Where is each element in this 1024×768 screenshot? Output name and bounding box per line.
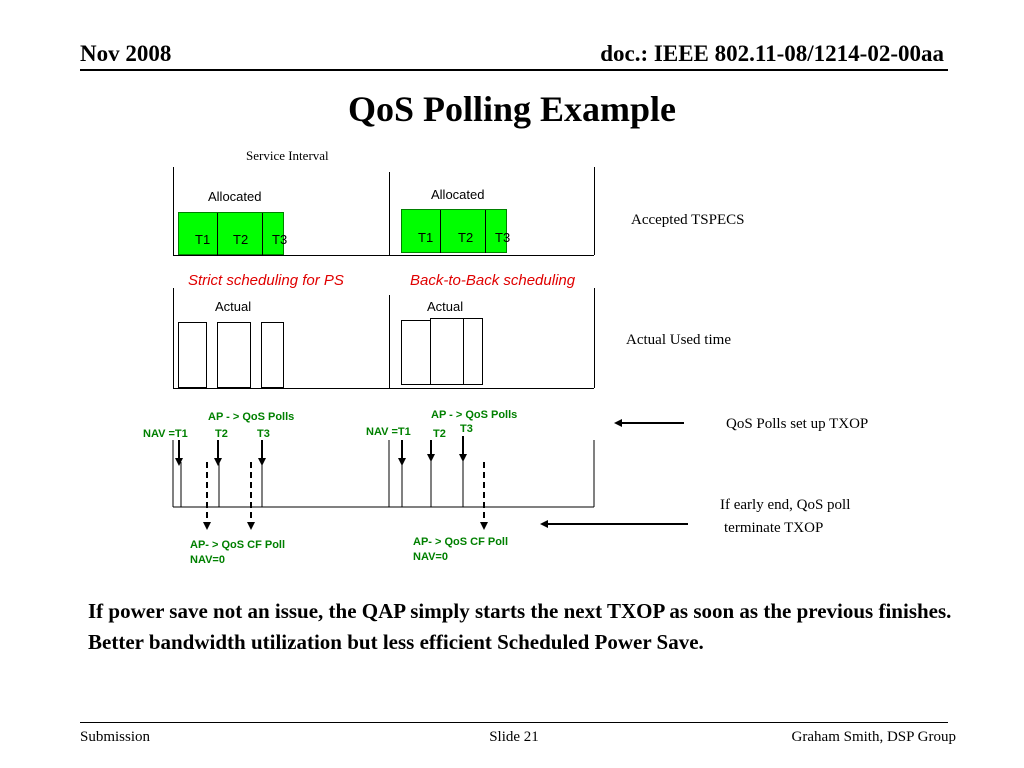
slot-divider <box>217 213 218 255</box>
nav-t1-right: NAV =T1 <box>366 426 411 438</box>
actual-used-time-label: Actual Used time <box>626 332 731 348</box>
slot-divider <box>440 210 441 253</box>
frame-line <box>389 295 390 388</box>
allocated-label-right: Allocated <box>431 187 485 202</box>
allocated-label-left: Allocated <box>208 189 262 204</box>
nav-zero-right: NAV=0 <box>413 551 448 563</box>
slot-t3-label: T3 <box>495 230 511 245</box>
actual-slot-t2 <box>217 322 251 388</box>
poll-label-right: AP - > QoS Polls <box>431 409 518 421</box>
allocated-slots-left: T1 T2 T3 <box>178 212 288 255</box>
frame-line <box>173 288 174 388</box>
t3-left: T3 <box>257 428 270 440</box>
slot-t1-label: T1 <box>418 230 434 245</box>
t3-right: T3 <box>460 423 473 435</box>
allocated-slots-right: T1 T2 T3 <box>401 209 511 253</box>
slot-t3-label: T3 <box>272 232 288 247</box>
t2-left: T2 <box>215 428 228 440</box>
slot-divider <box>485 210 486 253</box>
strict-scheduling-label: Strict scheduling for PS <box>188 272 344 289</box>
slot-t2-label: T2 <box>233 232 249 247</box>
footer-submission: Submission <box>80 729 151 745</box>
actual-slot-t1 <box>178 322 207 388</box>
early-end-note-line1: If early end, QoS poll <box>720 497 851 513</box>
footer-slide-number: Slide 21 <box>489 729 539 745</box>
slot-t2-label: T2 <box>458 230 474 245</box>
body-paragraph: If power save not an issue, the QAP simp… <box>88 599 952 654</box>
frame-line <box>594 167 595 255</box>
cf-poll-label-left: AP- > QoS CF Poll <box>190 539 286 551</box>
back-to-back-label: Back-to-Back scheduling <box>410 272 576 289</box>
actual-label-left: Actual <box>215 299 252 314</box>
header-doc-id: doc.: IEEE 802.11-08/1214-02-00aa <box>600 41 944 66</box>
poll-label-left: AP - > QoS Polls <box>208 411 295 423</box>
accepted-tspecs-label: Accepted TSPECS <box>631 212 745 228</box>
header-rule <box>80 69 948 71</box>
header-date: Nov 2008 <box>80 41 172 66</box>
actual-label-right: Actual <box>427 299 464 314</box>
frame-line <box>173 167 174 255</box>
footer-rule <box>80 722 948 723</box>
nav-zero-left: NAV=0 <box>190 554 225 566</box>
slide-title: QoS Polling Example <box>347 89 677 129</box>
frame-line <box>594 288 595 388</box>
qos-polls-note: QoS Polls set up TXOP <box>726 416 869 432</box>
actual-baseline <box>173 388 594 389</box>
footer-author: Graham Smith, DSP Group <box>791 729 956 745</box>
slot-divider <box>262 213 263 255</box>
actual-slot-t3 <box>261 322 284 388</box>
slot-t1-label: T1 <box>195 232 211 247</box>
service-interval-label: Service Interval <box>246 148 329 163</box>
cf-poll-label-right: AP- > QoS CF Poll <box>413 536 509 548</box>
frame-line <box>389 172 390 255</box>
actual-slot-t3 <box>463 318 483 385</box>
early-end-note-line2: terminate TXOP <box>724 520 824 536</box>
allocated-baseline <box>173 255 594 256</box>
nav-t1-left: NAV =T1 <box>143 428 188 440</box>
t2-right: T2 <box>433 428 446 440</box>
